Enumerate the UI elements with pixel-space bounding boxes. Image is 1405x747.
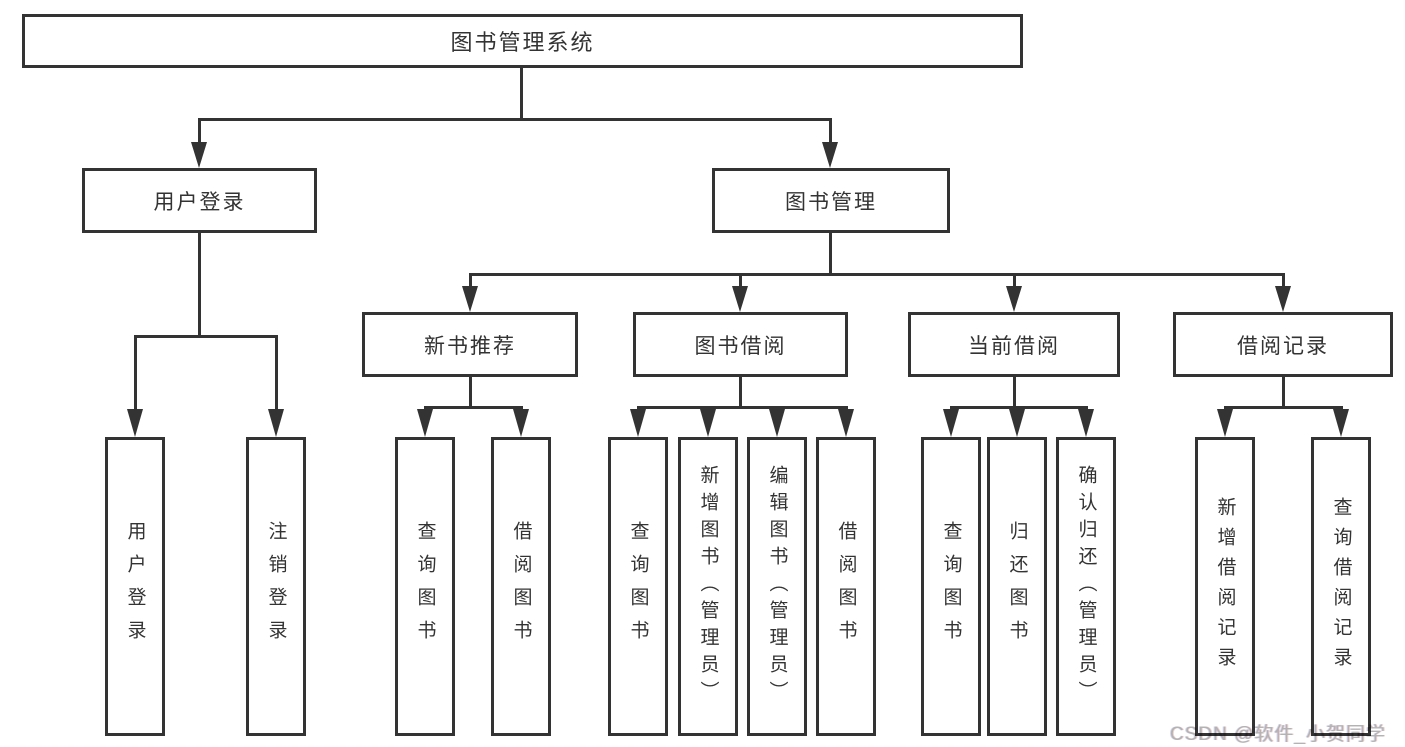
arrow-down-icon [769,409,785,437]
leaf-add-borrow-record: 新增借阅记录 [1195,437,1255,736]
leaf-query-books-current: 查询图书 [921,437,981,736]
node-label: 借阅记录 [1237,334,1329,358]
node-label: 新书推荐 [424,334,516,358]
connector-line [1013,377,1016,409]
leaf-add-books-admin: 新增图书（管理员） [678,437,738,736]
leaf-query-borrow-record: 查询借阅记录 [1311,437,1371,736]
node-label: 图书管理系统 [450,30,595,55]
arrow-down-icon [822,142,838,168]
leaf-label: 用户登录 [124,520,146,653]
node-book-borrowing: 图书借阅 [633,312,848,377]
node-root-library-management-system: 图书管理系统 [22,14,1023,68]
leaf-label: 注销登录 [265,520,287,653]
connector-line [198,233,201,338]
leaf-borrow-books: 借阅图书 [816,437,876,736]
arrow-down-icon [268,409,284,437]
connector-line [829,233,832,276]
node-borrowing-records: 借阅记录 [1173,312,1393,377]
connector-line [198,121,201,144]
leaf-borrow-books-recommend: 借阅图书 [491,437,551,736]
leaf-label: 编辑图书（管理员） [766,465,788,708]
arrow-down-icon [1009,409,1025,437]
arrow-down-icon [1078,409,1094,437]
connector-line [1282,377,1285,409]
connector-line [469,377,472,409]
arrow-down-icon [191,142,207,168]
leaf-label: 新增借阅记录 [1214,496,1236,677]
leaf-label: 查询图书 [414,520,436,653]
arrow-down-icon [1275,286,1291,312]
node-current-borrowing: 当前借阅 [908,312,1120,377]
arrow-down-icon [1333,409,1349,437]
arrow-down-icon [943,409,959,437]
node-book-management: 图书管理 [712,168,950,233]
leaf-label: 查询图书 [627,520,649,653]
node-new-book-recommendation: 新书推荐 [362,312,578,377]
arrow-down-icon [838,409,854,437]
arrow-down-icon [1217,409,1233,437]
connector-line [134,335,278,338]
connector-line [1224,406,1343,409]
leaf-confirm-return-admin: 确认归还（管理员） [1056,437,1116,736]
connector-line [275,338,278,411]
leaf-label: 确认归还（管理员） [1075,465,1097,708]
arrow-down-icon [127,409,143,437]
leaf-return-books: 归还图书 [987,437,1047,736]
arrow-down-icon [1006,286,1022,312]
connector-line [739,377,742,409]
csdn-watermark: CSDN @软件_小贺同学 [1170,724,1386,745]
arrow-down-icon [732,286,748,312]
node-user-login: 用户登录 [82,168,317,233]
connector-line [1013,276,1016,290]
connector-line [198,118,832,121]
leaf-edit-books-admin: 编辑图书（管理员） [747,437,807,736]
leaf-label: 借阅图书 [510,520,532,653]
connector-line [1282,276,1285,290]
leaf-label: 归还图书 [1006,520,1028,653]
connector-line [637,406,848,409]
connector-line [739,276,742,290]
connector-line [134,338,137,411]
leaf-query-books-borrow: 查询图书 [608,437,668,736]
arrow-down-icon [462,286,478,312]
arrow-down-icon [513,409,529,437]
connector-line [469,273,1285,276]
leaf-label: 新增图书（管理员） [697,465,719,708]
leaf-query-books-recommend: 查询图书 [395,437,455,736]
connector-line [950,406,1088,409]
connector-line [520,68,523,121]
leaf-label: 借阅图书 [835,520,857,653]
leaf-logout: 注销登录 [246,437,306,736]
connector-line [829,121,832,144]
connector-line [469,276,472,290]
leaf-user-login: 用户登录 [105,437,165,736]
arrow-down-icon [417,409,433,437]
leaf-label: 查询借阅记录 [1330,496,1352,677]
arrow-down-icon [700,409,716,437]
arrow-down-icon [630,409,646,437]
connector-line [424,406,523,409]
node-label: 图书管理 [785,190,877,214]
node-label: 用户登录 [153,190,246,214]
node-label: 图书借阅 [694,334,787,358]
leaf-label: 查询图书 [940,520,962,653]
node-label: 当前借阅 [968,334,1060,358]
